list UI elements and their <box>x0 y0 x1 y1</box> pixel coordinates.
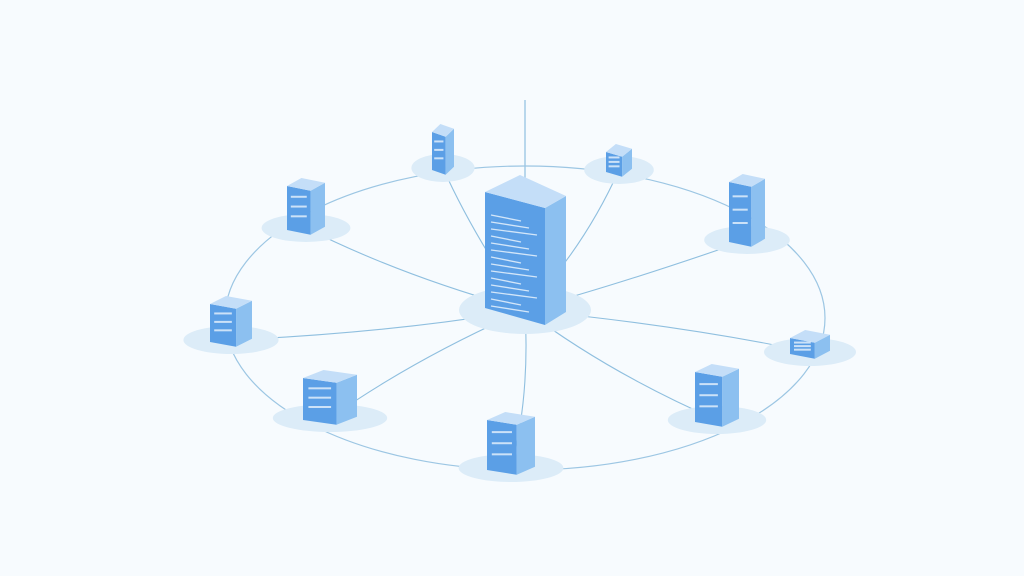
server-side <box>545 196 566 325</box>
window-strip <box>794 341 811 344</box>
top-face <box>210 296 252 309</box>
window-strip <box>608 156 620 159</box>
server-rack-line <box>490 284 530 292</box>
window-strip <box>308 387 332 390</box>
top-face <box>606 144 632 157</box>
server-rack-line <box>490 256 522 264</box>
shop-node[interactable] <box>667 364 767 434</box>
window-strip <box>732 208 748 211</box>
window-strip <box>699 405 718 408</box>
window-strip <box>732 222 748 224</box>
server-rack-line <box>490 235 522 243</box>
top-face <box>790 330 830 343</box>
server-rack-line <box>490 305 530 313</box>
window-strip <box>491 431 512 434</box>
top-face <box>729 174 765 187</box>
top-face <box>695 364 739 377</box>
router-node[interactable] <box>764 330 856 366</box>
window-strip <box>308 406 332 408</box>
window-strip <box>308 396 332 399</box>
window-strip <box>290 215 307 218</box>
network-device-node[interactable] <box>584 144 654 184</box>
window-strip <box>732 195 748 198</box>
window-strip <box>434 157 444 160</box>
front-face <box>287 186 311 235</box>
front-face <box>303 378 337 425</box>
top-face <box>487 412 535 425</box>
server-rack-line <box>490 242 530 250</box>
top-face <box>432 124 454 137</box>
central-server-node[interactable] <box>459 175 591 334</box>
small-office-icon <box>210 296 252 347</box>
server-rack-line <box>490 270 538 278</box>
window-strip <box>794 348 811 351</box>
front-face <box>487 420 517 475</box>
side-face <box>516 416 535 475</box>
network-device-icon <box>606 144 632 177</box>
window-strip <box>214 329 232 332</box>
front-face <box>432 132 446 175</box>
kiosk-building-icon <box>287 178 325 235</box>
window-strip <box>434 140 444 143</box>
window-strip <box>491 453 512 456</box>
side-face <box>751 178 765 247</box>
office-building-icon <box>729 174 765 247</box>
house-node[interactable] <box>272 370 388 432</box>
window-strip <box>290 205 307 208</box>
top-face <box>287 178 325 191</box>
window-strip <box>699 394 718 397</box>
server-rack-line <box>490 228 538 236</box>
kiosk-building-node[interactable] <box>261 178 351 242</box>
side-face <box>814 334 830 359</box>
server-rack-line <box>490 249 538 257</box>
server-rack-line <box>490 221 530 229</box>
office-building-node[interactable] <box>704 174 790 254</box>
window-strip <box>699 383 718 386</box>
front-face <box>695 372 723 427</box>
top-face <box>303 370 357 383</box>
small-office-node[interactable] <box>183 296 279 354</box>
front-face <box>729 182 752 247</box>
small-tower-icon <box>432 124 454 175</box>
server-top <box>485 175 566 208</box>
front-face <box>210 304 237 347</box>
server-rack-line <box>490 277 522 285</box>
router-icon <box>790 330 830 359</box>
window-strip <box>214 320 232 323</box>
server-front <box>485 192 545 325</box>
small-tower-node[interactable] <box>411 124 475 182</box>
house-icon <box>303 370 357 425</box>
side-face <box>236 300 252 347</box>
side-face <box>336 374 357 425</box>
side-face <box>445 128 454 175</box>
warehouse-node[interactable] <box>458 412 564 482</box>
window-strip <box>214 312 232 315</box>
side-face <box>722 368 739 427</box>
shop-icon <box>695 364 739 427</box>
server-rack-line <box>490 263 530 271</box>
server-rack-line <box>490 291 538 299</box>
server-rack-line <box>490 298 522 306</box>
window-strip <box>608 160 620 163</box>
side-face <box>310 182 325 235</box>
side-face <box>622 148 632 177</box>
window-strip <box>290 195 307 198</box>
server-tower-icon <box>485 175 566 325</box>
warehouse-icon <box>487 412 535 475</box>
window-strip <box>491 442 512 445</box>
window-strip <box>794 345 811 348</box>
window-strip <box>608 165 620 168</box>
server-rack-line <box>490 214 522 222</box>
window-strip <box>434 148 444 151</box>
